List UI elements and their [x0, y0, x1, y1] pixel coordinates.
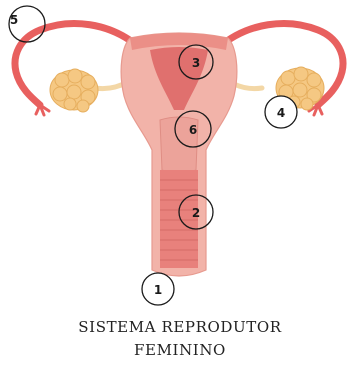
callout-4: 4	[265, 96, 297, 128]
callout-1: 1	[142, 273, 174, 305]
left-fimbriae	[36, 105, 49, 115]
svg-text:1: 1	[154, 283, 162, 297]
svg-text:3: 3	[192, 56, 200, 70]
svg-text:5: 5	[10, 13, 18, 27]
left-ovary	[50, 69, 98, 112]
svg-text:6: 6	[189, 123, 197, 137]
caption-line-2: FEMININO	[0, 341, 360, 359]
svg-text:2: 2	[192, 206, 200, 220]
svg-text:4: 4	[277, 106, 285, 120]
caption-line-1: SISTEMA REPRODUTOR	[0, 318, 360, 336]
